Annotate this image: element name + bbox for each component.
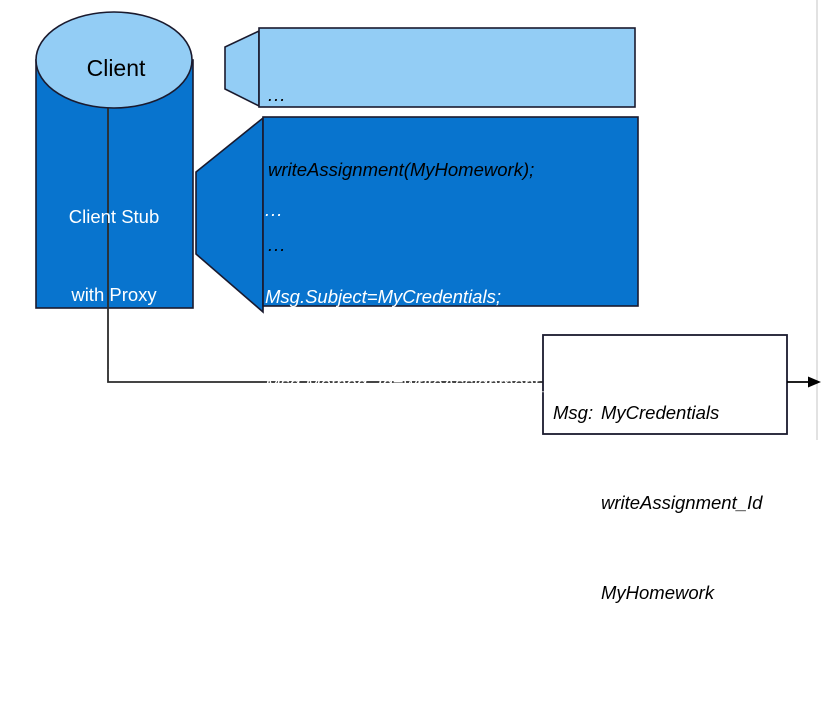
message-row-3: MyHomework	[553, 578, 793, 608]
app-code-line-2: writeAssignment(MyHomework);	[268, 159, 535, 180]
callout-application-text: ... writeAssignment(MyHomework); ...	[268, 32, 628, 307]
message-field-1: MyCredentials	[601, 402, 720, 423]
stub-label-line-2: with Proxy	[71, 284, 157, 305]
client-ellipse	[35, 11, 193, 109]
message-field-2: writeAssignment_Id	[601, 492, 763, 513]
message-box	[542, 334, 788, 435]
stub-node-label: Client Stub with Proxy (here without PEP…	[30, 152, 198, 516]
stub-code-line-2: Msg.Subject=MyCredentials;	[265, 286, 501, 307]
diagram-shapes	[35, 0, 821, 440]
message-row-1: Msg: MyCredentials	[553, 398, 793, 428]
message-field-3: MyHomework	[601, 582, 715, 603]
stub-code-line-1: ...	[265, 199, 284, 220]
stub-label-line-1: Client Stub	[68, 206, 160, 227]
client-node-label: Client	[86, 55, 146, 81]
callout-stub-tail	[195, 116, 264, 314]
message-box-text: Msg: MyCredentials writeAssignment_Id My…	[553, 338, 793, 668]
callout-stub-box	[262, 116, 639, 307]
callout-application-tail	[224, 29, 260, 108]
message-key-spacer-3	[553, 578, 601, 608]
stub-code-line-3: Msg.Method_Id=writeAssignment_Id;	[265, 373, 570, 394]
message-outgoing-arrowhead	[808, 376, 821, 388]
stub-to-message-connector	[107, 60, 545, 383]
message-key-spacer-2	[553, 488, 601, 518]
app-code-line-1: ...	[268, 84, 287, 105]
callout-application-box	[258, 27, 636, 108]
message-key-label: Msg:	[553, 402, 594, 423]
diagram-canvas: Client Client Stub with Proxy (here with…	[35, 0, 821, 603]
stub-label-line-3: (here without	[60, 362, 168, 383]
stub-label-line-4: PEP and PDP)	[52, 440, 176, 461]
app-code-line-3: ...	[268, 234, 287, 255]
message-row-2: writeAssignment_Id	[553, 488, 793, 518]
